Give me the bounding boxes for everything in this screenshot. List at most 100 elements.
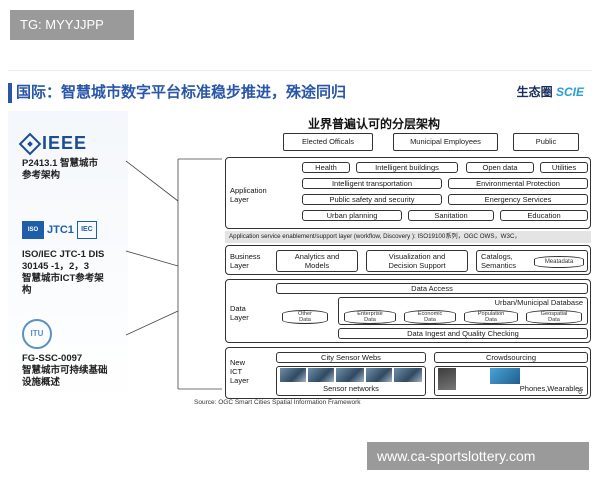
db-population-line1: Population (477, 311, 505, 317)
app-open-data: Open data (466, 162, 534, 173)
page-number: 6 (578, 389, 582, 396)
ieee-standard-line2: 参考架构 (22, 170, 61, 181)
itu-standard-line2: 智慧城市可持续基础 (22, 365, 108, 376)
city-sensor-webs: City Sensor Webs (276, 352, 426, 363)
ieee-logo-text: IEEE (42, 133, 88, 153)
phones-wearables-label: Phones,Wearables (519, 384, 583, 393)
app-utilities: Utilities (540, 162, 588, 173)
crowdsourcing: Crowdsourcing (434, 352, 588, 363)
brand-accent: SCIE (555, 85, 584, 99)
data-layer: Data Layer Data Access Urban/Municipal D… (225, 279, 591, 343)
sensor-photo-2 (308, 368, 334, 382)
business-layer-label-line2: Layer (230, 261, 249, 270)
db-enterprise-line2: Data (364, 317, 376, 323)
sensor-photo-3 (336, 368, 364, 382)
metadata-cylinder: Meatadata (534, 256, 584, 268)
app-public-safety: Public safety and security (302, 194, 442, 205)
enablement-layer-bar: Application service enablement/support l… (225, 231, 591, 243)
data-ingest: Data Ingest and Quality Checking (338, 328, 588, 339)
brand-logo: 生态圈 SCIE (517, 83, 584, 100)
itu-logo-icon: ITU (22, 319, 52, 349)
connector-iso (125, 250, 179, 267)
db-other: Other Data (282, 310, 328, 324)
channel-tag: TG: MYYJJPP (10, 10, 134, 40)
business-layer-label: Business Layer (230, 252, 260, 270)
iso-logo-box: ISO (22, 221, 44, 239)
business-layer: Business Layer Analytics and Models Visu… (225, 245, 591, 275)
watermark: www.ca-sportslottery.com (367, 442, 589, 470)
db-population: Population Data (464, 310, 518, 324)
source-citation: Source: OGC Smart Cities Spatial Informa… (194, 399, 361, 406)
slide-title: 国际：智慧城市数字平台标准稳步推进，殊途同归 (8, 81, 438, 105)
data-access: Data Access (276, 283, 588, 294)
app-environmental-protection: Environmental Protection (448, 178, 588, 189)
iso-standard-line4: 构 (22, 285, 32, 296)
db-economic: Economic Data (404, 310, 456, 324)
brand-main: 生态圈 (516, 85, 553, 99)
data-layer-label: Data Layer (230, 304, 249, 322)
ict-layer-label: New ICT Layer (230, 358, 249, 385)
connector-itu (125, 310, 179, 336)
architecture-subtitle: 业界普遍认可的分层架构 (308, 117, 441, 131)
db-geospatial-line1: Geospatial (540, 311, 568, 317)
architecture-diagram: Elected Officals Municipal Employees Pub… (213, 133, 591, 403)
standard-iso: ISO JTC1 IEC ISO/IEC JTC-1 DIS 30145 -1，… (22, 221, 104, 297)
slide-title-text: 国际：智慧城市数字平台标准稳步推进，殊途同归 (16, 84, 347, 101)
stakeholder-public: Public (513, 133, 579, 151)
iso-standard-line1: ISO/IEC JTC-1 DIS (22, 249, 105, 260)
iso-jtc1-logo: ISO JTC1 IEC (22, 221, 104, 239)
data-layer-label-line2: Layer (230, 313, 249, 322)
ict-layer-label-line1: New (230, 358, 246, 367)
db-geospatial-line2: Data (548, 317, 560, 323)
wearable-photo (490, 368, 520, 384)
db-economic-line1: Economic (417, 311, 443, 317)
db-population-line2: Data (485, 317, 497, 323)
application-layer-label-line1: Application (230, 186, 267, 195)
ict-layer: New ICT Layer City Sensor Webs Crowdsour… (225, 347, 591, 399)
business-analytics-line2: Models (304, 261, 330, 270)
urban-db-label: Urban/Municipal Database (494, 298, 583, 307)
ict-layer-label-line2: ICT (230, 367, 243, 376)
business-analytics-line1: Analytics and (294, 252, 340, 261)
business-layer-label-line1: Business (230, 252, 261, 261)
app-sanitation: Sanitation (408, 210, 494, 221)
application-layer-label: Application Layer (230, 186, 267, 204)
db-economic-line2: Data (424, 317, 436, 323)
business-visualization: Visualization and Decision Support (366, 250, 468, 272)
ieee-logo: IEEE (18, 132, 98, 155)
business-analytics: Analytics and Models (276, 250, 358, 272)
business-catalogs-line1: Catalogs, (481, 252, 513, 261)
app-emergency-services: Energency Services (448, 194, 588, 205)
sensor-networks-label: Sensor networks (323, 384, 379, 393)
application-layer: Application Layer Health Intelligent bui… (225, 157, 591, 229)
jtc1-logo-text: JTC1 (47, 224, 74, 236)
ict-layer-label-line3: Layer (230, 376, 249, 385)
business-visualization-line1: Visualization and (388, 252, 446, 261)
app-health: Health (302, 162, 350, 173)
db-enterprise: Enterprise Data (344, 310, 396, 324)
ieee-standard-line1: P2413.1 智慧城市 (22, 158, 99, 169)
iso-standard-line2: 30145 -1，2，3 (22, 261, 90, 272)
application-layer-label-line2: Layer (230, 195, 249, 204)
phone-photo (438, 368, 456, 390)
business-visualization-line2: Decision Support (388, 261, 446, 270)
app-intelligent-buildings: Intelligent buildings (356, 162, 458, 173)
itu-standard-line1: FG-SSC-0097 (22, 353, 83, 364)
slide: 国际：智慧城市数字平台标准稳步推进，殊途同归 生态圈 SCIE 业界普遍认可的分… (8, 70, 592, 406)
title-accent-bar (8, 83, 12, 103)
sensor-photo-1 (280, 368, 306, 382)
connector-ieee (125, 160, 179, 202)
db-enterprise-line1: Enterprise (357, 311, 383, 317)
db-other-line1: Other (298, 311, 312, 317)
connector-lines (125, 158, 222, 390)
itu-standard-line3: 设施概述 (22, 377, 61, 388)
db-other-line2: Data (299, 317, 311, 323)
db-geospatial: Geospatial Data (526, 310, 582, 324)
sensor-photo-5 (394, 368, 422, 382)
stakeholder-municipal: Municipal Employees (393, 133, 498, 151)
app-urban-planning: Urban planning (302, 210, 402, 221)
standard-ieee: IEEE P2413.1 智慧城市 参考架构 (18, 132, 99, 182)
app-intelligent-transportation: Intelligent transportation (302, 178, 442, 189)
data-layer-label-line1: Data (230, 304, 246, 313)
standard-itu: ITU FG-SSC-0097 智慧城市可持续基础 设施概述 (22, 319, 108, 389)
